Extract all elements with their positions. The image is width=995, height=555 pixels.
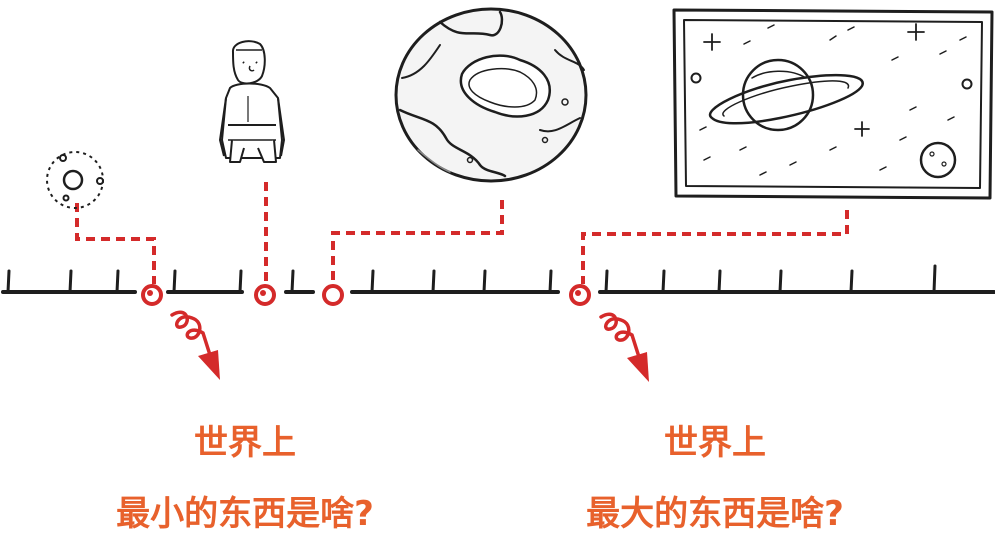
caption-smallest: 世界上 最小的东西是啥? [45,426,445,531]
caption-largest: 世界上 最大的东西是啥? [515,426,915,531]
marker-universe [569,284,591,306]
human-figure-icon [219,40,285,163]
axis-ticks [6,264,937,294]
marker-atom [141,284,163,306]
caption-question-smallest: 最小的东西是啥? [116,494,374,534]
curly-arrow-icon [599,312,649,382]
planet-icon [394,7,588,183]
marker-planet [322,284,344,306]
small-particle-icon [46,151,104,209]
caption-line-world: 世界上 [664,423,766,463]
caption-question-largest: 最大的东西是啥? [586,494,844,534]
axis-markers [141,284,591,306]
connector-lines [75,182,849,285]
curly-arrow-icon [170,310,220,380]
caption-line-world: 世界上 [194,423,296,463]
marker-person [254,284,276,306]
space-frame-icon [672,8,994,200]
